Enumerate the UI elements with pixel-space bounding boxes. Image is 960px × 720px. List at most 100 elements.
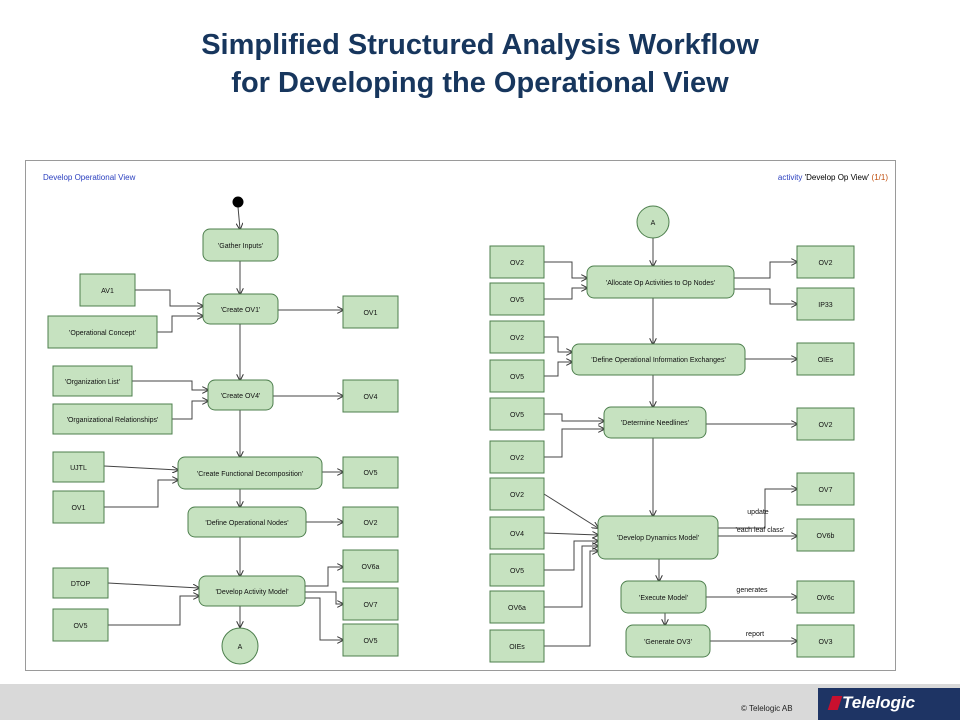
label-create-ov4: 'Create OV4' [221,393,261,400]
object-organization-list[interactable] [52,365,133,397]
edge-label-each-leaf-class: 'each leaf class' [736,527,785,534]
label-right-input-11: OIEs [509,644,525,651]
label-ov7-out1: OV7 [363,602,377,609]
label-ov5-in: OV5 [73,623,87,630]
logo-mark-icon [827,696,843,710]
copyright-text: © Telelogic AB [741,704,793,713]
label-connector-bottom: A [238,644,243,651]
edge-rin3-define [544,336,572,352]
action-determine-needlines[interactable] [603,406,707,439]
object-organizational-relationships[interactable] [52,403,173,435]
object-right-input-5[interactable] [489,397,545,431]
edge-rin8-dynamics [543,533,598,535]
diagram-ref-page: (1/1) [871,173,888,182]
object-right-output-ov2a[interactable] [796,245,855,279]
object-right-output-ov3[interactable] [796,624,855,658]
label-execute-model: 'Execute Model' [639,595,688,602]
edge-label-report: report [746,631,764,638]
slide-footer [0,684,960,720]
object-dtop[interactable] [52,567,109,599]
object-right-input-6[interactable] [489,440,545,474]
label-allocate-op-activities: 'Allocate Op Activities to Op Nodes' [606,280,715,287]
label-define-oie: 'Define Operational Information Exchange… [591,357,726,364]
object-right-input-10[interactable] [489,590,545,624]
label-right-output-ov7: OV7 [818,487,832,494]
object-ov4-out[interactable] [342,379,399,413]
object-ov7-out1[interactable] [342,587,399,621]
label-generate-ov3: 'Generate OV3' [644,639,692,646]
title-line-2: for Developing the Operational View [231,67,729,99]
object-right-input-8[interactable] [489,516,545,550]
label-right-output-ip33: IP33 [818,302,833,309]
connector-a-bottom[interactable] [221,627,259,665]
label-right-output-ov2a: OV2 [818,260,832,267]
object-right-input-3[interactable] [489,320,545,354]
label-gather-inputs: 'Gather Inputs' [218,243,263,250]
object-ov1-out[interactable] [342,295,399,329]
object-av1[interactable] [79,273,136,307]
label-organizational-relationships: 'Organizational Relationships' [67,417,159,424]
object-ov5-out1[interactable] [342,456,399,489]
action-create-ov4[interactable] [207,379,274,411]
action-gather-inputs[interactable] [202,228,279,262]
label-right-input-2: OV5 [510,297,524,304]
edge-rin10-dynamics [544,546,598,608]
label-define-operational-nodes: 'Define Operational Nodes' [205,520,288,527]
label-right-output-oies: OIEs [818,357,834,364]
edge-ov1-func [104,480,178,508]
label-ov1-in: OV1 [71,505,85,512]
diagram-reference: activity 'Develop Op View' (1/1) [778,173,888,182]
object-right-output-ov6b[interactable] [796,518,855,552]
object-right-input-2[interactable] [489,282,545,316]
object-right-output-ov6c[interactable] [796,580,855,614]
label-right-output-ov3: OV3 [818,639,832,646]
object-ov1-in[interactable] [52,490,105,524]
object-right-input-4[interactable] [489,359,545,393]
object-ujtl[interactable] [52,451,105,483]
action-create-ov1[interactable] [202,293,279,325]
label-right-input-1: OV2 [510,260,524,267]
object-ov6a-out[interactable] [342,549,399,583]
diagram-ref-name: 'Develop Op View' [804,173,870,182]
object-ov2-out1[interactable] [342,506,399,538]
edge-label-generates: generates [736,587,768,594]
object-ov5-in[interactable] [52,608,109,642]
action-allocate-op-activities[interactable] [586,265,735,299]
object-right-output-ov7[interactable] [796,472,855,506]
object-right-output-oies[interactable] [796,342,855,376]
object-operational-concept[interactable] [47,315,158,349]
object-ov5-out2[interactable] [342,623,399,657]
connector-a-top[interactable] [636,205,670,239]
object-right-input-9[interactable] [489,553,545,587]
label-organization-list: 'Organization List' [65,379,120,386]
object-right-input-1[interactable] [489,245,545,279]
object-right-output-ip33[interactable] [796,287,855,321]
edge-orgrel-ov4 [172,401,208,420]
object-right-input-11[interactable] [489,629,545,663]
label-right-input-7: OV2 [510,492,524,499]
edge-ujtl-func [103,465,178,470]
action-create-functional-decomposition[interactable] [177,456,323,490]
logo-text: Telelogic [842,693,916,712]
label-ov5-out2: OV5 [363,638,377,645]
action-execute-model[interactable] [620,580,707,614]
edge-activity-ov7 [305,591,343,604]
action-generate-ov3[interactable] [625,624,711,658]
object-right-output-ov2b[interactable] [796,407,855,441]
object-right-input-7[interactable] [489,477,545,511]
label-develop-activity-model: 'Develop Activity Model' [215,589,288,596]
label-right-input-10: OV6a [508,605,526,612]
action-define-operational-nodes[interactable] [187,506,307,538]
label-right-input-6: OV2 [510,455,524,462]
edge-rin11-dynamics [544,551,598,647]
action-develop-activity-model[interactable] [198,575,306,607]
label-create-functional-decomposition: 'Create Functional Decomposition' [197,471,303,478]
edge-ov5-activity [108,596,199,626]
action-define-operational-information-exchanges[interactable] [571,343,746,376]
action-develop-dynamics-model[interactable] [597,515,719,560]
label-dtop: DTOP [71,581,91,588]
edge-activity-ov6a [305,567,343,587]
edge-orglist-ov4 [132,380,208,390]
slide-title: Simplified Structured Analysis Workflow … [0,26,960,102]
